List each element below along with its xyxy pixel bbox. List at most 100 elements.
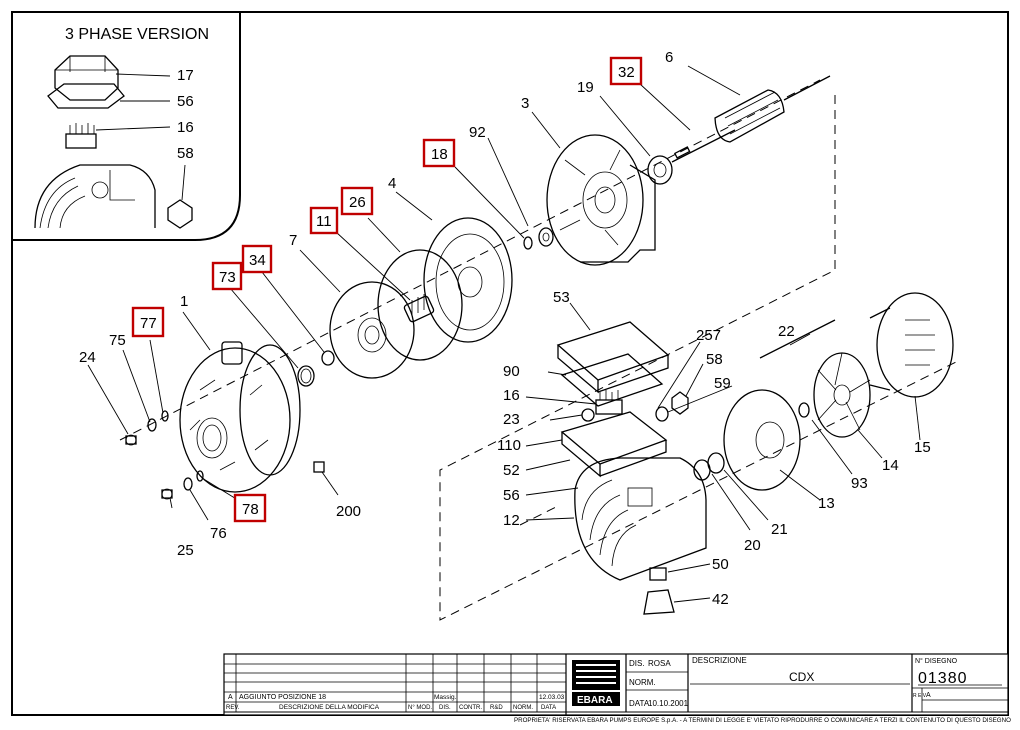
header-norm: NORM. [513,705,533,711]
seal-housing [423,217,513,343]
ownership-footer: PROPRIETA' RISERVATA EBARA PUMPS EUROPE … [514,717,1011,724]
terminal-board-inset [65,123,97,149]
callout-78-highlight: 78 [242,501,259,518]
inset-label-56: 56 [177,93,194,110]
oring-73 [297,365,315,387]
mechanical-seal [403,294,435,323]
rev-label: R E V [913,693,927,699]
data-value: 10.10.2001 [648,699,689,708]
rev-value: A [926,692,931,699]
callout-200: 200 [336,503,361,520]
callout-19: 19 [577,79,594,96]
seal-18 [538,227,554,247]
gland-58 [671,391,689,415]
pump-casing [179,341,301,493]
terminal-cover-inset [54,55,119,101]
callout-110: 110 [497,437,521,454]
callout-32-highlight: 32 [618,64,635,81]
plug-25 [161,488,173,500]
callout-14: 14 [882,457,899,474]
assembly-axis-lines [119,79,961,621]
callout-6: 6 [665,49,673,66]
callout-26-highlight: 26 [349,194,366,211]
norm-label: NORM. [629,678,656,687]
callout-13: 13 [818,495,835,512]
gasket-90 [560,353,664,407]
callout-257: 257 [696,327,721,344]
callout-23: 23 [503,411,520,428]
terminal-box-base [560,411,668,478]
oring-26 [377,249,463,361]
callout-34-highlight: 34 [249,252,266,269]
descrizione-value: CDX [789,670,814,684]
header-rev: REV. [226,705,240,711]
oring-78 [196,470,204,482]
callout-4: 4 [388,175,396,192]
logo-text: EBARA [577,695,613,706]
leader-lines [87,65,921,603]
capacitor-23 [581,408,595,422]
callout-92: 92 [469,124,486,141]
callout-24: 24 [79,349,96,366]
inset-label-17: 17 [177,67,194,84]
fan [813,352,871,438]
oring-77 [161,410,169,422]
callout-76: 76 [210,525,227,542]
dis-value: ROSA [648,659,671,668]
rev-row-rev: A [228,694,233,701]
callout-42: 42 [712,591,729,608]
callout-20: 20 [744,537,761,554]
header-nmod: N° MOD. [408,705,432,711]
callout-16: 16 [503,387,520,404]
rotor-shaft [671,75,831,163]
callout-18-highlight: 18 [431,146,448,163]
callout-59: 59 [714,375,731,392]
screw-200 [313,461,325,473]
callout-56: 56 [503,487,520,504]
callout-21: 21 [771,521,788,538]
plug-24 [125,434,137,446]
rear-bracket [723,389,801,491]
dis-label: DIS. [629,659,645,668]
callout-52: 52 [503,462,520,479]
tie-rod-22 [759,319,836,359]
nut-34 [321,350,335,366]
terminal-board [595,390,623,415]
bearing-19 [647,155,673,185]
rev-row-description: AGGIUNTO POSIZIONE 18 [239,694,326,701]
rev-row-massig: Massig. [434,694,457,701]
callout-73-highlight: 73 [219,269,236,286]
callout-12: 12 [503,512,520,529]
callout-50: 50 [712,556,729,573]
header-rd: R&D [490,705,503,711]
callout-3: 3 [521,95,529,112]
disegno-value: 01380 [918,670,968,687]
header-descrizione: DESCRIZIONE DELLA MODIFICA [279,704,380,711]
cable-gland-inset [167,199,193,229]
motor-housing [574,457,707,581]
callout-1: 1 [180,293,188,310]
ebara-logo: EBARA [572,660,620,706]
washer-75 [147,418,157,432]
key-32 [673,146,691,159]
callout-11-highlight: 11 [316,213,332,230]
fan-cover [869,292,954,398]
oring-21 [707,452,725,474]
circlip-93 [798,402,810,418]
foot-42 [643,589,675,615]
callout-25: 25 [177,542,194,559]
terminal-box-cover [556,321,670,394]
inset-label-58: 58 [177,145,194,162]
callout-93: 93 [851,475,868,492]
inset-title: 3 PHASE VERSION [65,26,209,43]
header-data: DATA [541,705,556,711]
gasket-inset [47,83,125,109]
callout-58: 58 [706,351,723,368]
callout-15: 15 [914,439,931,456]
callout-90: 90 [503,363,520,380]
callout-53: 53 [553,289,570,306]
callout-77-highlight: 77 [140,315,157,332]
motor-bracket [546,134,656,266]
data-label: DATA [629,699,650,708]
